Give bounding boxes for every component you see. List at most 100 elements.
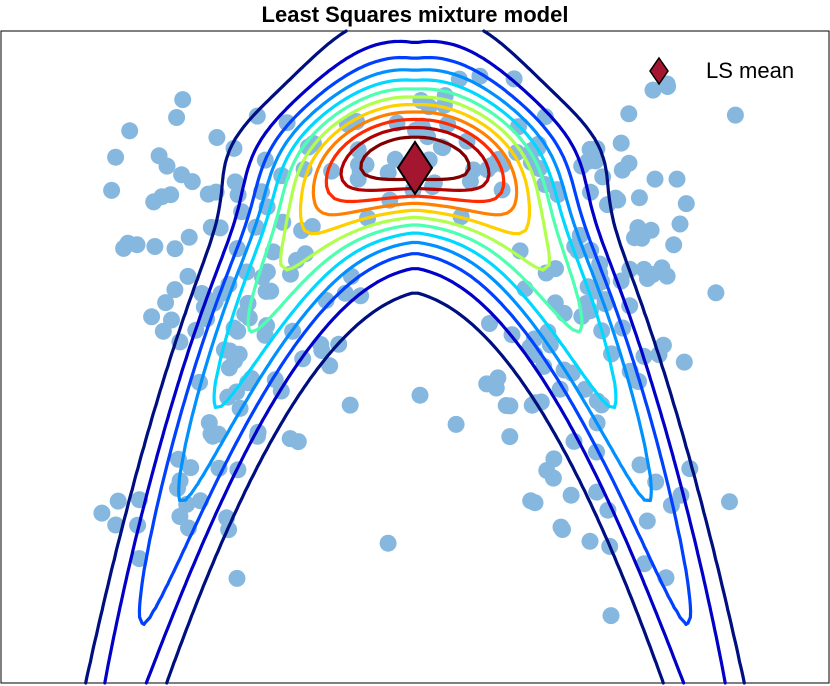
data-point <box>654 336 672 354</box>
contour-line <box>103 39 727 685</box>
contour-line <box>339 126 491 192</box>
data-point <box>630 189 648 207</box>
data-point <box>642 221 660 239</box>
contour-line <box>246 87 584 334</box>
data-point <box>321 357 339 375</box>
data-point <box>281 430 299 448</box>
contour-line <box>324 117 506 204</box>
data-point <box>278 114 296 132</box>
data-point <box>481 315 498 332</box>
data-point <box>671 215 689 233</box>
data-point <box>658 267 676 285</box>
data-point <box>665 236 683 254</box>
data-point <box>229 322 247 340</box>
data-point <box>208 129 226 146</box>
data-point <box>629 219 647 237</box>
data-point <box>107 148 125 166</box>
data-point <box>581 532 599 550</box>
data-point <box>143 308 161 326</box>
data-point <box>158 157 176 175</box>
data-point <box>379 164 397 182</box>
data-point <box>258 263 276 281</box>
chart-title: Least Squares mixture model <box>261 2 569 27</box>
data-point <box>341 396 359 414</box>
data-point <box>525 330 543 348</box>
data-point <box>612 134 630 152</box>
data-point <box>93 504 111 522</box>
data-point <box>635 555 653 573</box>
data-point <box>508 144 526 161</box>
ls-mean-marker-layer <box>396 140 434 196</box>
ls-mean-marker <box>396 140 434 196</box>
data-point <box>130 550 148 568</box>
legend: LS mean <box>649 56 794 86</box>
data-point <box>248 107 266 125</box>
data-point <box>180 228 198 246</box>
data-point <box>182 459 200 477</box>
contour-line <box>359 135 471 182</box>
data-point <box>726 106 744 124</box>
data-point <box>602 607 620 625</box>
density-contours <box>84 29 746 685</box>
data-point <box>646 170 664 188</box>
data-point <box>166 240 184 258</box>
data-point <box>411 386 429 404</box>
data-point <box>205 425 223 443</box>
data-point <box>638 512 656 530</box>
data-point <box>497 397 515 414</box>
data-point <box>536 108 554 126</box>
data-point <box>226 352 244 370</box>
data-point <box>121 122 139 140</box>
data-point <box>210 459 228 477</box>
contour-line <box>298 103 532 236</box>
data-point <box>501 428 519 446</box>
data-point <box>166 281 184 299</box>
data-point <box>168 109 186 126</box>
data-point <box>413 117 431 135</box>
data-point <box>163 311 180 329</box>
data-point <box>228 569 246 587</box>
data-point <box>128 236 146 254</box>
data-point <box>226 173 244 191</box>
data-point <box>293 222 311 239</box>
data-point <box>579 152 597 170</box>
data-point <box>256 326 274 344</box>
legend-marker-diamond-icon <box>649 56 669 86</box>
contour-line <box>177 68 653 503</box>
data-point <box>447 415 465 433</box>
data-point <box>349 141 367 159</box>
data-point <box>183 173 201 191</box>
contour-line <box>279 95 551 272</box>
data-point <box>262 282 280 300</box>
data-point <box>609 191 627 209</box>
data-point <box>386 150 404 168</box>
data-point <box>146 238 164 255</box>
data-point <box>103 181 121 199</box>
data-point <box>552 518 570 536</box>
data-point <box>379 534 397 552</box>
data-point <box>675 353 693 371</box>
data-point <box>157 294 175 312</box>
data-point <box>562 486 580 504</box>
data-point <box>546 294 564 312</box>
contour-line <box>311 110 519 217</box>
data-point <box>644 81 662 99</box>
data-point <box>489 369 507 387</box>
contour-line <box>212 78 618 409</box>
legend-label: LS mean <box>706 58 794 83</box>
data-point <box>707 284 725 302</box>
data-point <box>199 185 217 203</box>
data-point <box>412 92 430 109</box>
data-point <box>107 516 125 534</box>
data-point <box>677 195 695 213</box>
data-point <box>179 267 197 285</box>
data-point <box>313 342 331 359</box>
data-point <box>171 508 189 525</box>
data-point <box>631 456 649 474</box>
data-point <box>721 493 738 511</box>
contour-line <box>84 29 746 685</box>
data-point <box>522 492 540 510</box>
data-point <box>620 154 638 172</box>
data-point <box>668 170 686 188</box>
data-point <box>620 105 638 123</box>
